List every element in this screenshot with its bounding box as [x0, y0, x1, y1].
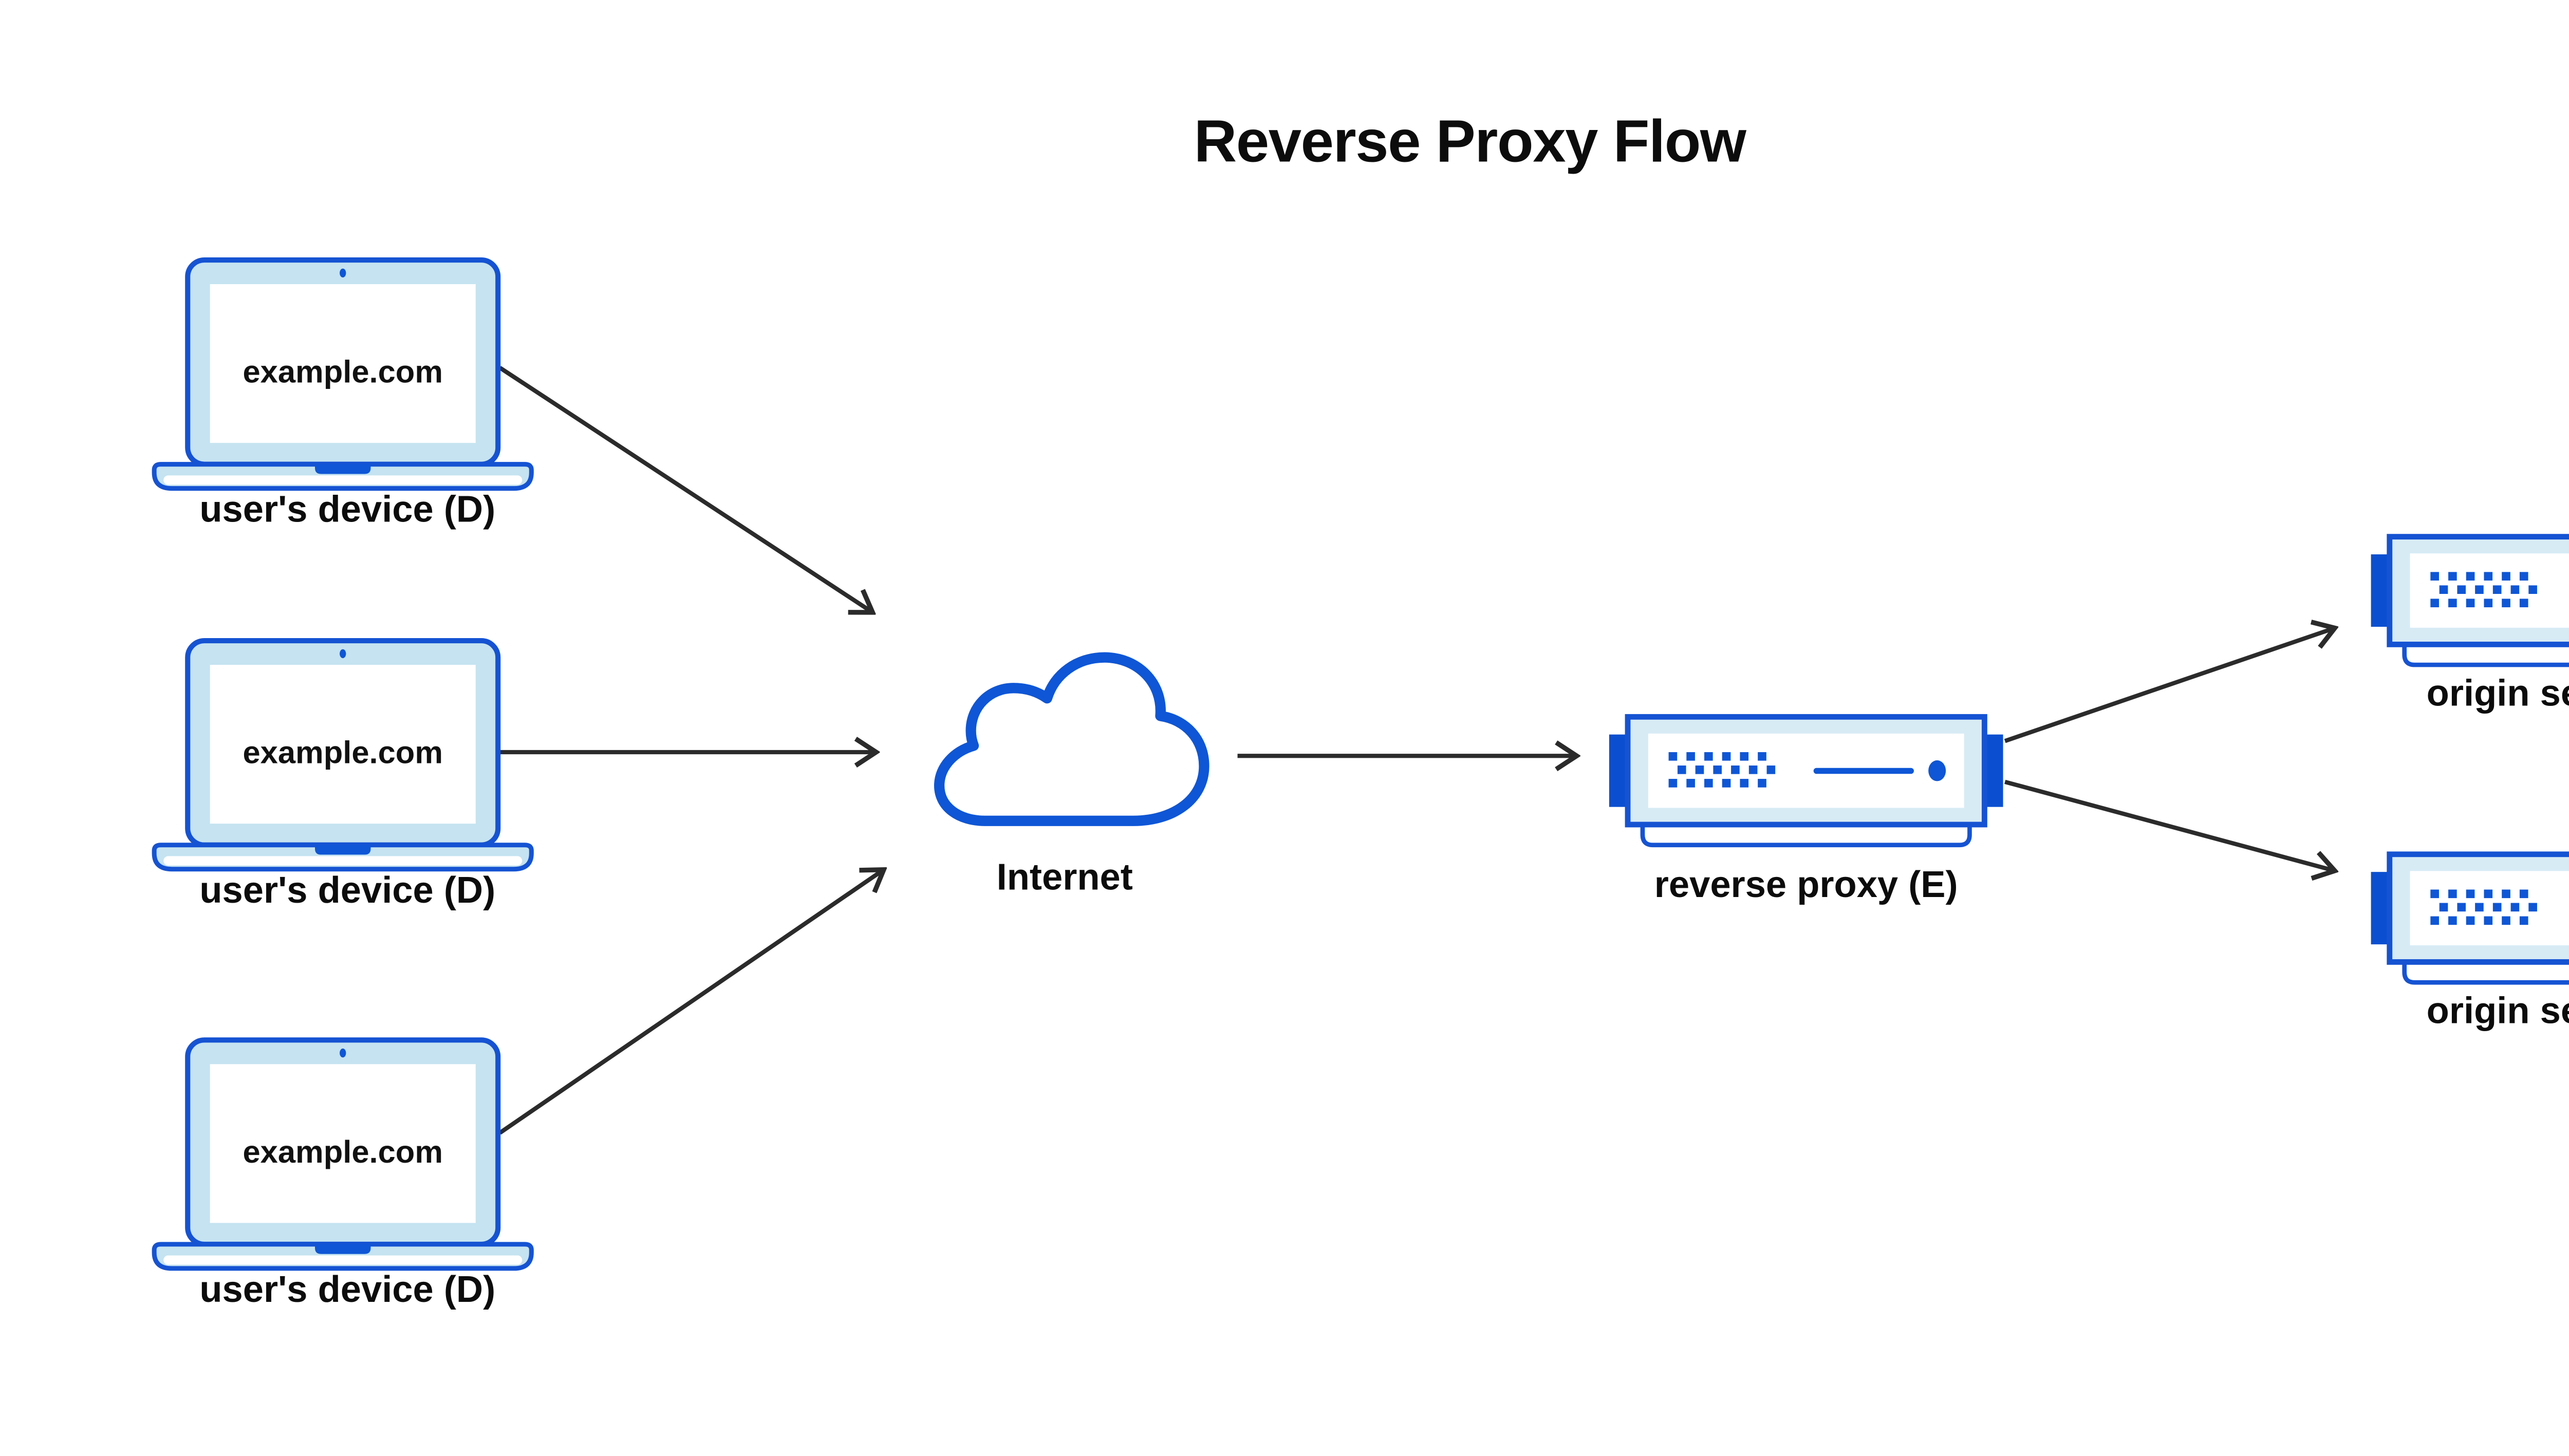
arrow-device3-to-internet: [498, 869, 885, 1135]
reverse-proxy-caption: reverse proxy (E): [1654, 864, 1958, 905]
flow-arrows: [498, 366, 2336, 1135]
origin-server-2: origin server (F): [2371, 854, 2569, 1032]
device-screen-label: example.com: [243, 1134, 442, 1170]
device-screen-label: example.com: [243, 354, 442, 390]
internet-node: Internet: [934, 652, 1209, 898]
page-title: Reverse Proxy Flow: [1194, 108, 1747, 175]
user-device-3: example.com user's device (D): [154, 1040, 531, 1310]
arrow-reverse-proxy-to-origin1: [2004, 628, 2336, 743]
server-icon: [1609, 717, 2003, 845]
server-icon: [2371, 537, 2569, 665]
device-caption: user's device (D): [199, 1269, 495, 1310]
arrow-reverse-proxy-to-origin2: [2004, 779, 2336, 871]
internet-label: Internet: [997, 857, 1133, 898]
origin-server-caption: origin server (F): [2427, 673, 2569, 714]
origin-server-1: origin server (F): [2371, 537, 2569, 714]
device-caption: user's device (D): [199, 870, 495, 911]
cloud-icon: [934, 652, 1209, 826]
origin-server-caption: origin server (F): [2427, 991, 2569, 1032]
device-caption: user's device (D): [199, 489, 495, 530]
server-icon: [2371, 854, 2569, 982]
device-screen-label: example.com: [243, 735, 442, 771]
reverse-proxy-node: reverse proxy (E): [1609, 717, 2003, 905]
arrow-device1-to-internet: [498, 366, 873, 613]
user-device-1: example.com user's device (D): [154, 260, 531, 530]
user-device-2: example.com user's device (D): [154, 641, 531, 911]
